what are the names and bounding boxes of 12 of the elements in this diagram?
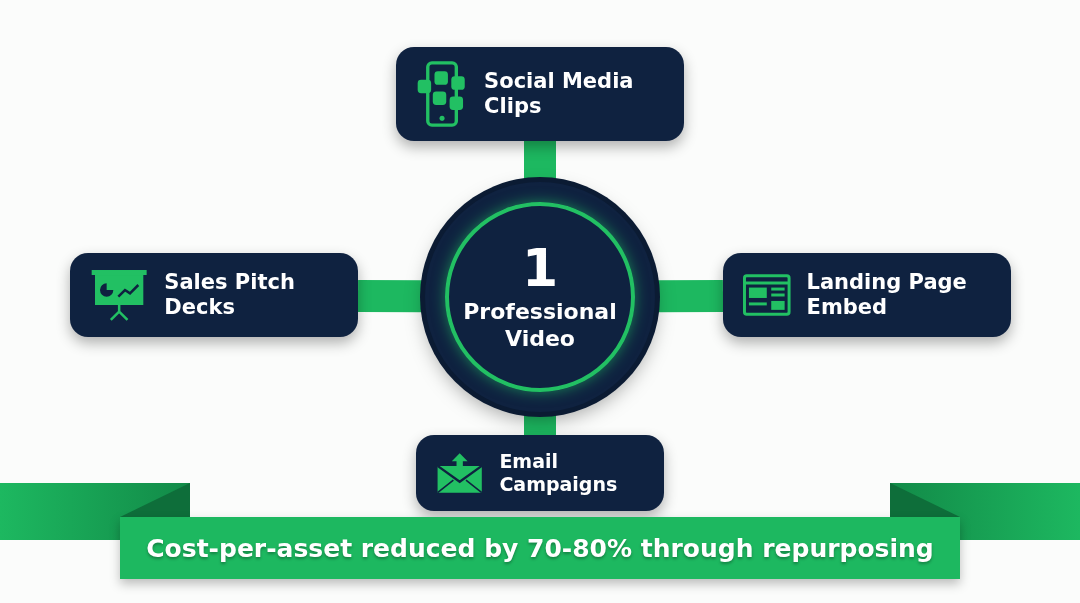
card-label: Email Campaigns [499,450,619,496]
card-label: Sales Pitch Decks [164,269,296,321]
card-label: Social Media Clips [484,68,635,120]
banner-text: Cost-per-asset reduced by 70-80% through repurposing [146,533,934,563]
channel-card [70,253,358,337]
channel-card [396,47,684,141]
hub-number: 1 [521,241,559,294]
ribbon-banner [120,517,960,579]
card-label: Landing Page Embed [806,269,968,321]
channel-card [416,435,664,511]
hub-label: Professional Video [462,297,618,353]
channel-card [723,253,1011,337]
